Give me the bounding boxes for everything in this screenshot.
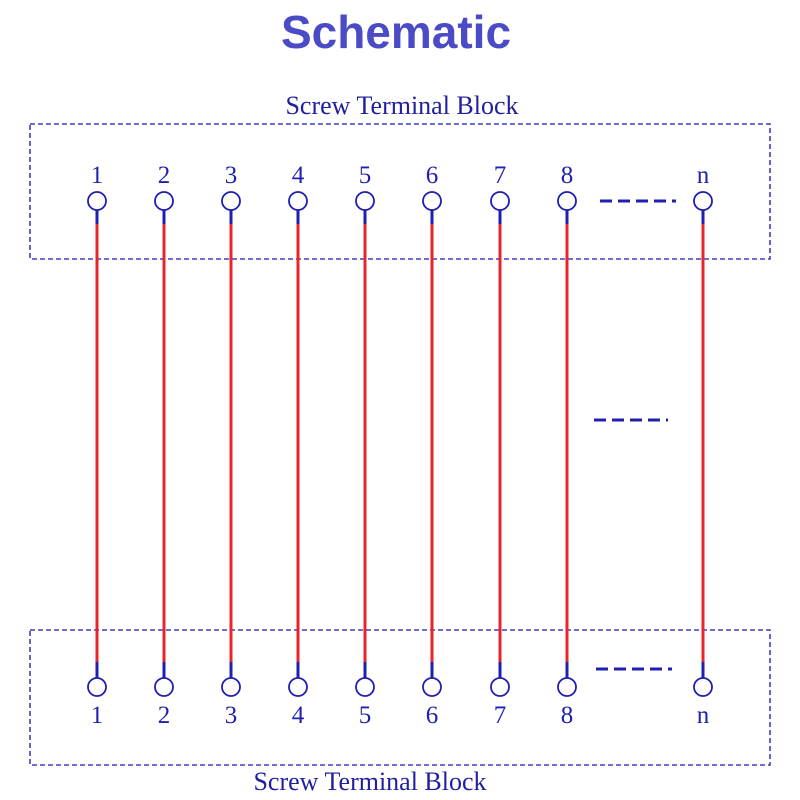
top-terminal-label: 2 — [158, 162, 171, 189]
top-terminal-label: 4 — [292, 162, 305, 189]
bottom-terminal-label: 4 — [292, 702, 305, 729]
bottom-terminal-label: 7 — [494, 702, 507, 729]
wires — [95, 210, 705, 678]
top-terminals: 1 2 3 4 5 6 7 8 n — [87, 162, 713, 211]
top-terminal-circle — [422, 191, 442, 211]
bottom-terminal-circle — [355, 677, 375, 697]
top-terminal-circle — [87, 191, 107, 211]
bottom-terminals: 1 2 3 4 5 6 7 8 n — [87, 677, 713, 729]
top-terminal-circle — [221, 191, 241, 211]
top-terminal-label: n — [697, 162, 710, 189]
top-terminal-circle — [557, 191, 577, 211]
top-terminal-label: 5 — [359, 162, 372, 189]
bottom-terminal-circle — [87, 677, 107, 697]
top-block-label: Screw Terminal Block — [285, 91, 518, 120]
bottom-terminal-label: n — [697, 702, 710, 729]
bottom-terminal-circle — [288, 677, 308, 697]
top-terminal-circle — [355, 191, 375, 211]
top-terminal-label: 3 — [225, 162, 238, 189]
bottom-terminal-label: 6 — [426, 702, 439, 729]
top-terminal-label: 6 — [426, 162, 439, 189]
bottom-terminal-label: 2 — [158, 702, 171, 729]
top-terminal-circle — [288, 191, 308, 211]
bottom-terminal-circle — [154, 677, 174, 697]
bottom-terminal-circle — [422, 677, 442, 697]
bottom-terminal-label: 8 — [561, 702, 574, 729]
top-terminal-block — [29, 123, 771, 260]
bottom-terminal-label: 1 — [91, 702, 104, 729]
top-terminal-circle — [154, 191, 174, 211]
bottom-terminal-label: 3 — [225, 702, 238, 729]
bottom-block-label: Screw Terminal Block — [253, 767, 486, 796]
bottom-terminal-circle — [490, 677, 510, 697]
top-terminal-label: 8 — [561, 162, 574, 189]
diagram-title: Schematic — [281, 6, 511, 58]
bottom-terminal-block — [29, 629, 771, 766]
bottom-terminal-circle — [557, 677, 577, 697]
top-terminal-circle — [693, 191, 713, 211]
bottom-terminal-label: 5 — [359, 702, 372, 729]
top-terminal-label: 1 — [91, 162, 104, 189]
top-terminal-circle — [490, 191, 510, 211]
top-terminal-label: 7 — [494, 162, 507, 189]
bottom-terminal-circle — [221, 677, 241, 697]
bottom-terminal-circle — [693, 677, 713, 697]
